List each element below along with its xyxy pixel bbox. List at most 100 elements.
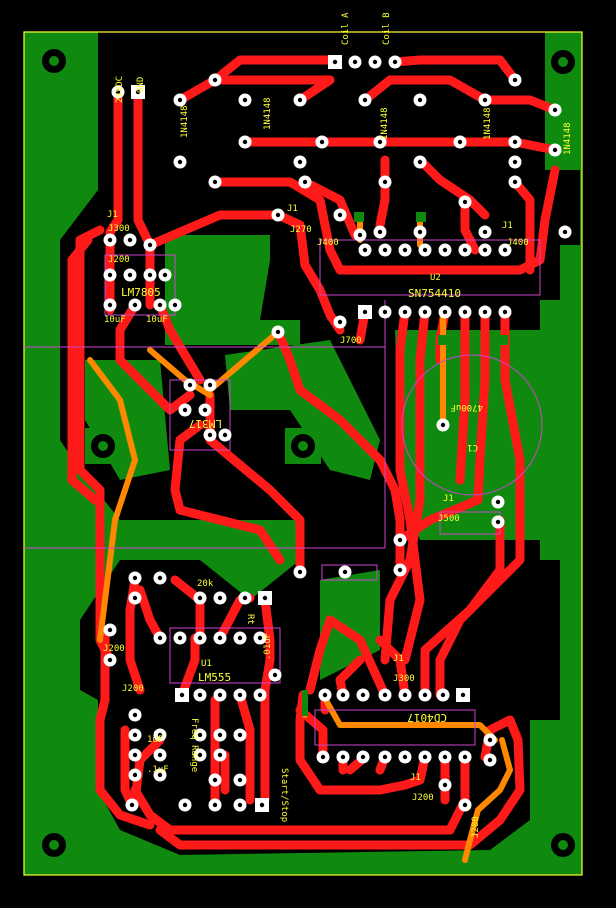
pad-drill [495, 519, 501, 525]
pad-drill [422, 309, 428, 315]
pad-drill [320, 754, 326, 760]
pad-drill [512, 179, 518, 185]
label-d1-b: 1N4148 [263, 97, 273, 130]
pad-drill [217, 752, 223, 758]
pad-drill [177, 97, 183, 103]
label-j400-a: J400 [317, 238, 339, 248]
pad-drill [382, 247, 388, 253]
pad-drill [179, 692, 185, 698]
pad-drill [362, 247, 368, 253]
pad-drill [237, 692, 243, 698]
pour-island-mid [165, 235, 300, 345]
pad-drill [382, 754, 388, 760]
label-j300: J300 [108, 224, 130, 234]
pad-drill [217, 732, 223, 738]
pad-drill [460, 692, 466, 698]
mounting-hole-bl [42, 833, 66, 857]
pad-drill [562, 229, 568, 235]
pad-drill [322, 692, 328, 698]
pad-drill [107, 302, 113, 308]
pad-drill [132, 752, 138, 758]
pad-drill [462, 754, 468, 760]
mounting-hole-tr [545, 45, 581, 81]
pad-drill [319, 139, 325, 145]
pad-drill [422, 754, 428, 760]
label-sn754410: SN754410 [408, 287, 461, 300]
pad-drill [182, 802, 188, 808]
pad-drill [495, 499, 501, 505]
label-20k: 20k [197, 579, 214, 589]
pad-drill [182, 407, 188, 413]
pad-drill [177, 159, 183, 165]
pad-drill [402, 309, 408, 315]
pad-drill [217, 635, 223, 641]
pad-drill [237, 732, 243, 738]
label-gnd: GND [136, 77, 146, 93]
pad-drill [222, 432, 228, 438]
pad-drill [487, 737, 493, 743]
pad-drill [417, 229, 423, 235]
pad-drill [392, 59, 398, 65]
label-j1-f: J1 [410, 773, 421, 783]
label-d1-c: 1N4148 [380, 107, 390, 140]
pad-drill [332, 59, 338, 65]
pad-drill [107, 272, 113, 278]
pad-drill [132, 732, 138, 738]
label-lm555: LM555 [198, 671, 231, 684]
pad-drill [442, 782, 448, 788]
pad-drill [382, 309, 388, 315]
pad-drill [512, 77, 518, 83]
pour-island-center [225, 340, 380, 480]
label-d1-e: 1N4148 [563, 122, 573, 155]
label-start-stop: Start/Stop [279, 768, 289, 822]
pad-drill [397, 537, 403, 543]
pad-drill [162, 272, 168, 278]
pad-drill [197, 595, 203, 601]
pad-drill [487, 757, 493, 763]
label-j200-c: J200 [103, 644, 125, 654]
pad-drill [362, 309, 368, 315]
pad-drill [302, 179, 308, 185]
label-cap-10uf-b: 10uF [146, 315, 168, 325]
pad-drill [422, 247, 428, 253]
pad-drill [127, 272, 133, 278]
pad-drill [217, 692, 223, 698]
label-j400-b: J400 [507, 238, 529, 248]
pad-drill [217, 595, 223, 601]
label-j1-a: J1 [107, 210, 118, 220]
label-j1-b: J1 [287, 204, 298, 214]
label-j200-top: J200 [108, 255, 130, 265]
pad-drill [340, 754, 346, 760]
pad-drill [462, 247, 468, 253]
pad-drill [135, 89, 141, 95]
label-rt: Rt [245, 614, 255, 625]
pad-drill [402, 692, 408, 698]
label-4700uf: 4700uF [450, 402, 483, 412]
pad-drill [132, 575, 138, 581]
label-coil-b: Coil B [382, 12, 392, 45]
pad-drill [132, 712, 138, 718]
pad-drill [147, 272, 153, 278]
pad-drill [482, 97, 488, 103]
pad-drill [372, 59, 378, 65]
pad-drill [482, 229, 488, 235]
label-j500: J500 [438, 514, 460, 524]
pad-drill [297, 569, 303, 575]
label-u1: U1 [201, 659, 212, 669]
pad-drill [397, 567, 403, 573]
pad-drill [442, 247, 448, 253]
pad-drill [157, 772, 163, 778]
pad-drill [457, 139, 463, 145]
pad-drill [132, 302, 138, 308]
pad-drill [552, 107, 558, 113]
pad-drill [197, 692, 203, 698]
pad-drill [440, 422, 446, 428]
label-c1-1uf: 1uF [147, 735, 163, 745]
mounting-hole-tl [42, 49, 66, 73]
label-c01: .01uF [263, 633, 273, 660]
via-markers [302, 212, 508, 716]
pad-drill [237, 635, 243, 641]
pad-drill [257, 692, 263, 698]
pad-drill [242, 595, 248, 601]
